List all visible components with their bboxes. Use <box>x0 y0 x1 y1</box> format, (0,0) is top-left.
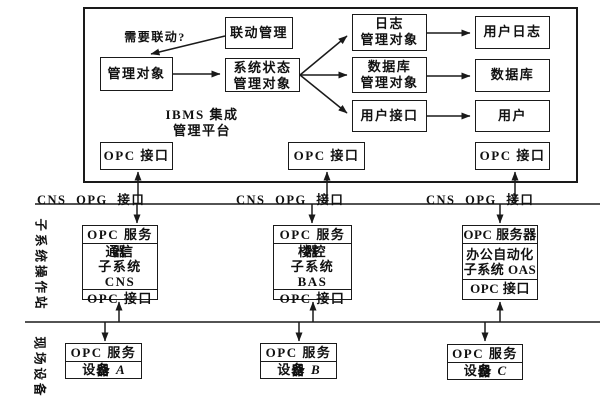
oas-name-cell: 办公自动化 子系统 OAS <box>463 243 537 279</box>
database-box: 数据库 <box>475 59 550 92</box>
bas-opc-interface-cell: OPC 接口 <box>274 289 351 309</box>
cns-name-line1: 通信 <box>105 244 135 259</box>
cns-opc-server-cell: OPC 服务器 <box>87 227 153 259</box>
device-b-name-cell: 设备 B <box>261 361 336 378</box>
db-mgmt-line2: 管理对象 <box>360 75 419 90</box>
device-c-name-cell: 设备 C <box>448 362 522 379</box>
ibms-platform-title: IBMS 集成 管理平台 <box>158 107 246 139</box>
bas-opc-server-cell: OPC 服务器 <box>279 227 346 259</box>
ibms-title-line1: IBMS 集成 <box>165 107 239 122</box>
user-box: 用户 <box>475 100 550 132</box>
oas-name-line2: 子系统 OAS <box>463 261 537 277</box>
device-b-server-cell: OPC 服务器 <box>265 345 332 378</box>
subsystem-cns-stack: OPC 服务器 通信 子系统 CNS OPC 接口 <box>82 225 158 306</box>
device-a-id: A <box>116 362 125 377</box>
bas-name-line2: 子系统 BAS <box>290 259 335 289</box>
cns-opc-interface-cell: OPC 接口 <box>83 289 157 309</box>
field-device-label: 现场设备 <box>32 336 47 399</box>
cns-opg-label-right: CNS OPG 接口 <box>426 193 535 207</box>
oas-name-line1: 办公自动化 <box>466 246 534 262</box>
database-management-box: 数据库 管理对象 <box>352 57 427 93</box>
subsystem-station-label: 子系统操作站 <box>33 218 48 312</box>
oas-opc-interface-cell: OPC 接口 <box>463 279 537 299</box>
device-c-server-cell: OPC 服务器 <box>452 346 518 379</box>
cns-name-cell: 通信 子系统 CNS <box>83 243 157 289</box>
device-a-stack: OPC 服务器 设备 A <box>65 343 142 379</box>
cns-opg-label-middle: CNS OPG 接口 <box>236 193 345 207</box>
system-status-line1: 系统状态 <box>233 60 292 75</box>
user-log-box: 用户日志 <box>475 16 550 49</box>
opc-interface-box-middle: OPC 接口 <box>288 142 365 170</box>
bas-name-line1: 楼控 <box>297 244 327 259</box>
cns-name-line2: 子系统 CNS <box>98 259 142 289</box>
log-management-box: 日志 管理对象 <box>352 14 427 51</box>
cns-opg-label-left: CNS OPG 接口 <box>37 193 146 207</box>
system-status-line2: 管理对象 <box>233 76 292 91</box>
device-c-name: 设备 <box>463 363 493 378</box>
opc-interface-box-left: OPC 接口 <box>100 142 173 170</box>
oas-opc-server-cell: OPC 服务器 <box>463 227 537 242</box>
device-a-server-cell: OPC 服务器 <box>70 345 137 378</box>
device-a-name: 设备 <box>82 362 112 377</box>
linkage-management-box: 联动管理 <box>225 17 293 49</box>
device-b-id: B <box>311 362 320 377</box>
device-c-stack: OPC 服务器 设备 C <box>447 344 523 380</box>
log-mgmt-line2: 管理对象 <box>360 32 419 47</box>
subsystem-bas-stack: OPC 服务器 楼控 子系统 BAS OPC 接口 <box>273 225 352 306</box>
ibms-platform-frame <box>83 7 578 183</box>
device-b-name: 设备 <box>277 362 307 377</box>
subsystem-oas-stack: OPC 服务器 办公自动化 子系统 OAS OPC 接口 <box>462 225 538 300</box>
system-status-box: 系统状态 管理对象 <box>225 58 300 92</box>
need-linkage-label: 需要联动? <box>124 30 186 44</box>
device-b-stack: OPC 服务器 设备 B <box>260 343 337 379</box>
opc-interface-box-right: OPC 接口 <box>475 142 550 170</box>
device-c-id: C <box>497 363 507 378</box>
db-mgmt-line1: 数据库 <box>367 59 412 74</box>
bas-name-cell: 楼控 子系统 BAS <box>274 243 351 289</box>
log-mgmt-line1: 日志 <box>374 16 404 31</box>
user-interface-box: 用户接口 <box>352 100 427 132</box>
device-a-name-cell: 设备 A <box>66 361 141 378</box>
management-object-box: 管理对象 <box>100 57 173 91</box>
ibms-title-line2: 管理平台 <box>172 123 231 138</box>
